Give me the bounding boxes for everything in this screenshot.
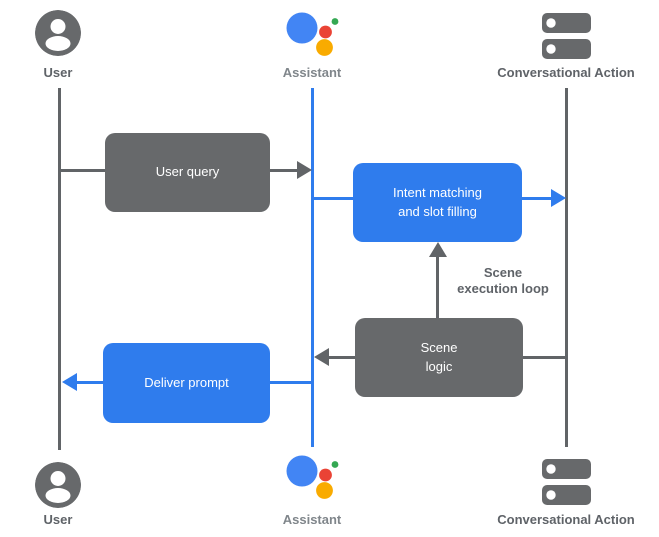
assistant-label-bottom: Assistant <box>282 512 342 527</box>
scene-logic-box: Scene logic <box>355 318 523 397</box>
conversational-action-icon <box>542 13 591 59</box>
assistant-label-top: Assistant <box>282 65 342 80</box>
scene-logic-line-right <box>523 356 565 359</box>
deliver-prompt-arrowhead-left <box>62 373 77 391</box>
deliver-prompt-line-left <box>76 381 103 384</box>
conversational-action-label-bottom: Conversational Action <box>497 512 635 527</box>
user-lifeline <box>58 88 61 450</box>
scene-execution-loop-label: Scene execution loop <box>457 265 549 296</box>
user-icon <box>35 462 81 508</box>
user-label-bottom: User <box>43 512 73 527</box>
conversational-action-icon <box>542 459 591 505</box>
scene-loop-arrowhead-up <box>429 242 447 257</box>
assistant-icon <box>286 12 339 56</box>
conversational-action-label-top: Conversational Action <box>497 65 635 80</box>
conversational-action-lifeline <box>565 88 568 447</box>
deliver-prompt-line-right <box>270 381 311 384</box>
user-label-top: User <box>43 65 73 80</box>
intent-matching-box: Intent matching and slot filling <box>353 163 522 242</box>
assistant-icon <box>286 455 339 499</box>
scene-logic-arrowhead-left <box>314 348 329 366</box>
assistant-lifeline <box>311 88 314 447</box>
intent-line-right <box>522 197 551 200</box>
user-icon <box>35 10 81 56</box>
deliver-prompt-box: Deliver prompt <box>103 343 270 423</box>
scene-loop-line-up <box>436 256 439 318</box>
intent-arrowhead-right <box>551 189 566 207</box>
user-query-line-right <box>270 169 298 172</box>
user-query-box: User query <box>105 133 270 212</box>
user-query-arrowhead-right <box>297 161 312 179</box>
scene-logic-line-left <box>328 356 355 359</box>
user-query-line-left <box>61 169 105 172</box>
intent-line-left <box>314 197 353 200</box>
